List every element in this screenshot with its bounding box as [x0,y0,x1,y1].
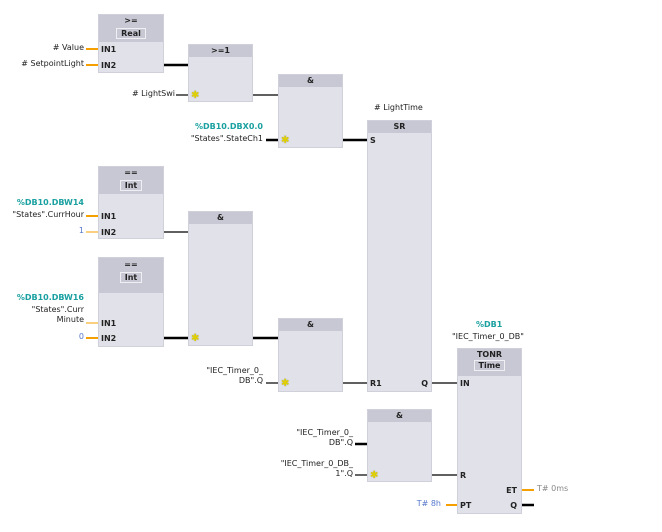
tonr-address: %DB1 [476,320,503,329]
and-block-3[interactable]: & ✱ [278,318,343,392]
operand-timer1-q-cont[interactable]: 1".Q [335,469,353,478]
and-block-4[interactable]: & ✱ [367,409,432,482]
data-type[interactable]: Real [116,28,146,39]
add-input-icon[interactable]: ✱ [191,333,200,344]
add-input-icon[interactable]: ✱ [281,378,290,389]
pin-in1: IN1 [101,319,117,328]
add-input-icon[interactable]: ✱ [191,90,200,101]
tonr-instance[interactable]: "IEC_Timer_0_DB" [452,332,524,341]
data-type[interactable]: Int [119,272,143,283]
pin-in2: IN2 [101,334,117,343]
operand-value[interactable]: # Value [52,43,84,52]
compare-ge-block[interactable]: >= Real IN1 IN2 [98,14,164,73]
operand-currhour[interactable]: "States".CurrHour [12,210,84,219]
operand-timer1-q[interactable]: "IEC_Timer_0_DB_ [280,459,353,468]
pin-pt: PT [460,501,472,510]
sr-instance[interactable]: # LightTime [374,103,423,112]
block-op: >= [124,16,138,25]
and-block-1[interactable]: & ✱ [278,74,343,148]
and-block-2[interactable]: & ✱ [188,211,253,346]
operand-lightswi[interactable]: # LightSwi [131,89,175,98]
data-type[interactable]: Time [473,360,506,371]
pin-q: Q [510,501,517,510]
add-input-icon[interactable]: ✱ [281,135,290,146]
operand-statech1[interactable]: "States".StateCh1 [190,134,263,143]
operand-currmin-cont[interactable]: Minute [56,315,84,324]
compare-eq-block-1[interactable]: == Int IN1 IN2 [98,166,164,239]
operand-min-const[interactable]: 0 [78,332,84,341]
pin-in1: IN1 [101,45,117,54]
pin-q: Q [421,379,428,388]
operand-hour-const[interactable]: 1 [78,226,84,235]
block-op: >=1 [189,45,252,57]
add-input-icon[interactable]: ✱ [370,470,379,481]
block-op: == [124,168,138,177]
operand-currmin[interactable]: "States".Curr [31,305,84,314]
operand-address: %DB10.DBX0.0 [194,122,263,131]
pin-r1: R1 [370,379,382,388]
operand-timer-q-cont[interactable]: DB".Q [238,376,263,385]
operand-timer-q[interactable]: "IEC_Timer_0_ [296,428,353,437]
pin-et: ET [506,486,517,495]
block-op: SR [368,121,431,133]
or-block[interactable]: >=1 ✱ [188,44,253,102]
operand-et[interactable]: T# 0ms [537,484,569,493]
operand-timer-q[interactable]: "IEC_Timer_0_ [206,366,263,375]
block-op: == [124,260,138,269]
operand-timer-q-cont[interactable]: DB".Q [328,438,353,447]
sr-block[interactable]: SR S R1 Q [367,120,432,392]
data-type[interactable]: Int [119,180,143,191]
block-op: & [189,212,252,224]
pin-s: S [370,136,376,145]
operand-address: %DB10.DBW14 [16,198,84,207]
block-op: & [279,319,342,331]
pin-in: IN [460,379,470,388]
operand-setpoint[interactable]: # SetpointLight [21,59,84,68]
pin-in1: IN1 [101,212,117,221]
block-op: & [279,75,342,87]
operand-pt[interactable]: T# 8h [416,499,441,508]
pin-r: R [460,471,467,480]
operand-address: %DB10.DBW16 [16,293,84,302]
compare-eq-block-2[interactable]: == Int IN1 IN2 [98,257,164,347]
pin-in2: IN2 [101,61,117,70]
block-op: & [368,410,431,422]
block-op: TONR [476,350,503,359]
pin-in2: IN2 [101,228,117,237]
